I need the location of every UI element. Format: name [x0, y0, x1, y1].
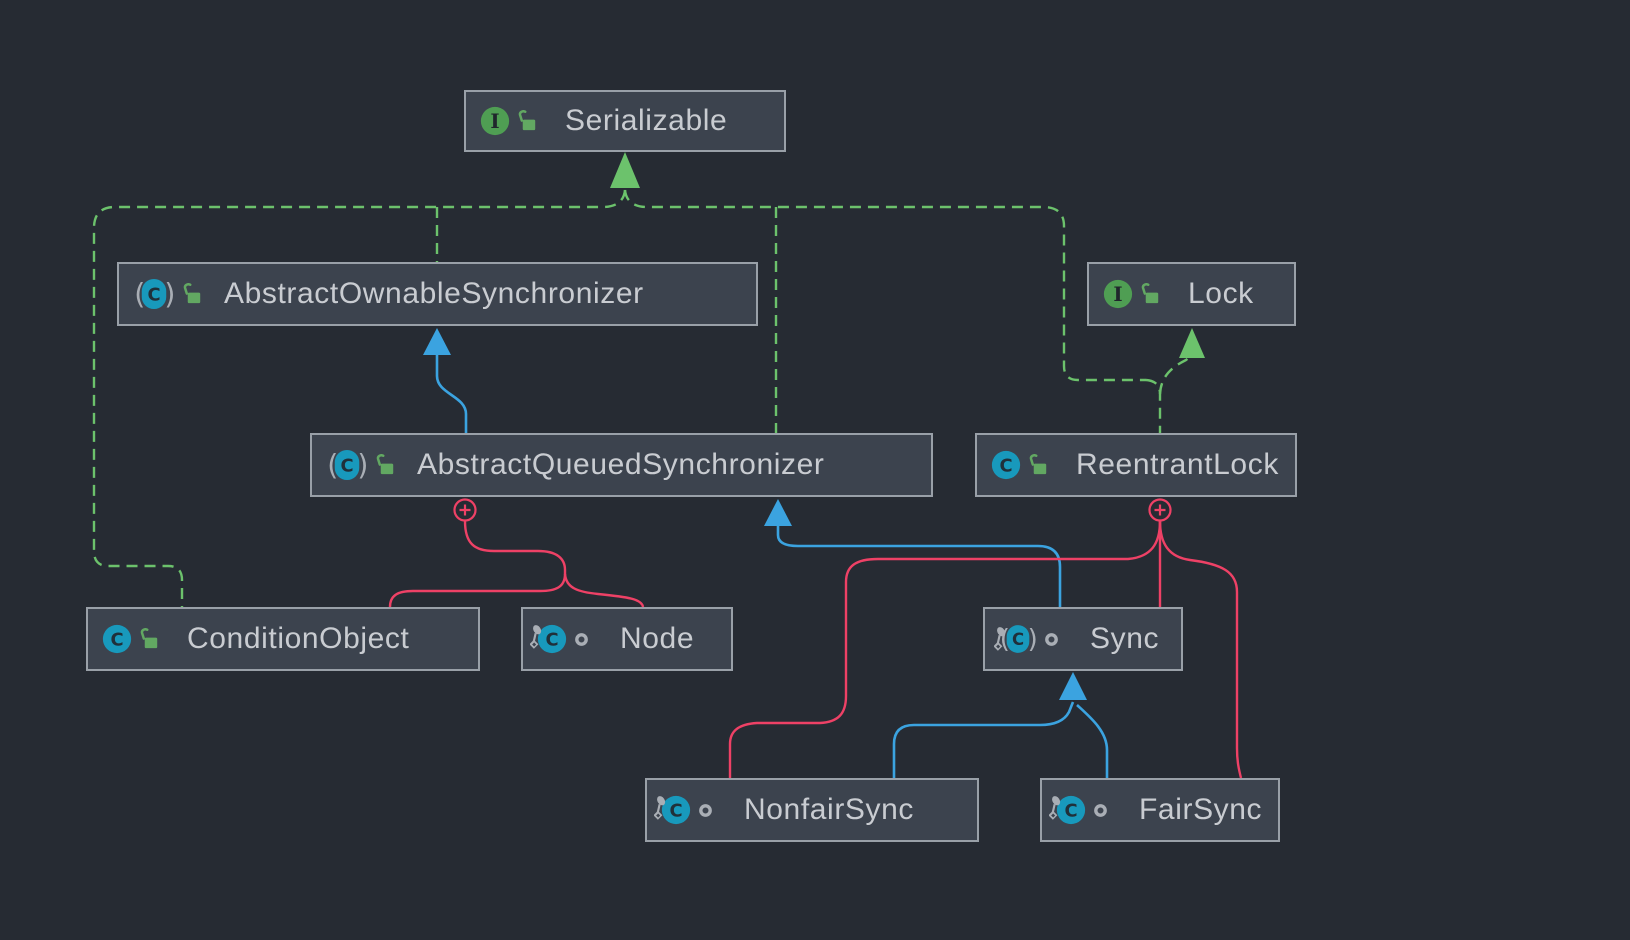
extends-arrowhead-sync: [1059, 672, 1087, 700]
edge-extends-nonfairsync-sync: [892, 701, 1075, 778]
edge-inner-aqs-conditionobject: [388, 573, 567, 608]
interface-icon: [479, 105, 511, 137]
abstract-class-icon: [325, 449, 369, 481]
public-lock-icon: [182, 283, 205, 306]
nested-class-icon: [1049, 794, 1087, 826]
abstract-class-icon: [132, 278, 176, 310]
package-private-icon: [698, 803, 713, 818]
edge-implements-reentrantlock-lock: [1158, 355, 1192, 395]
class-name-label: ReentrantLock: [1076, 448, 1279, 481]
key-overlay-icon: [654, 795, 668, 821]
edge-implements-reentrantlock: [1145, 378, 1162, 433]
class-node-sync[interactable]: Sync: [983, 607, 1183, 671]
class-node-nonfair-sync[interactable]: NonfairSync: [645, 778, 979, 842]
inner-class-anchor-aqs: [453, 498, 477, 522]
class-node-condition-object[interactable]: ConditionObject: [86, 607, 480, 671]
package-private-icon: [1093, 803, 1108, 818]
extends-arrowhead-aos: [423, 328, 451, 355]
edge-extends-fairsync-sync: [1076, 704, 1109, 778]
public-lock-icon: [139, 628, 162, 651]
class-name-label: Sync: [1090, 622, 1160, 655]
class-name-label: FairSync: [1139, 793, 1263, 826]
public-lock-icon: [1028, 454, 1051, 477]
inner-class-anchor-reentrantlock: [1148, 498, 1172, 522]
edge-extends-group: [435, 354, 1109, 778]
class-name-label: Node: [620, 622, 695, 655]
public-lock-icon: [517, 110, 540, 133]
package-private-icon: [574, 632, 589, 647]
class-name-label: Lock: [1188, 277, 1254, 310]
class-name-label: NonfairSync: [744, 793, 915, 826]
public-lock-icon: [375, 454, 398, 477]
class-icon: [990, 449, 1022, 481]
class-name-label: ConditionObject: [187, 622, 410, 655]
class-name-label: Serializable: [565, 104, 728, 137]
nested-class-icon: [654, 794, 692, 826]
implements-arrowhead-lock: [1179, 328, 1205, 358]
class-node-serializable[interactable]: Serializable: [464, 90, 786, 152]
public-lock-icon: [1140, 283, 1163, 306]
nested-abstract-class-icon: [994, 624, 1038, 654]
nested-class-icon: [530, 623, 568, 655]
key-overlay-icon: [530, 624, 544, 650]
implements-arrowhead-serializable: [610, 152, 640, 188]
key-overlay-icon: [994, 626, 1008, 652]
edge-extends-aqs-aos: [435, 354, 468, 433]
edge-inner-aqs-node: [563, 573, 645, 608]
edge-implements-serializable-trunk: [92, 189, 1192, 607]
class-node-reentrant-lock[interactable]: ReentrantLock: [975, 433, 1297, 497]
key-overlay-icon: [1049, 795, 1063, 821]
package-private-icon: [1044, 632, 1059, 647]
class-name-label: AbstractOwnableSynchronizer: [224, 277, 644, 310]
edge-extends-sync-aqs: [776, 526, 1062, 607]
class-icon: [101, 623, 133, 655]
class-name-label: AbstractQueuedSynchronizer: [417, 448, 825, 481]
class-node-abstract-ownable-synchronizer[interactable]: AbstractOwnableSynchronizer: [117, 262, 758, 326]
class-node-fair-sync[interactable]: FairSync: [1040, 778, 1280, 842]
extends-arrowhead-aqs: [764, 499, 792, 526]
class-node-lock[interactable]: Lock: [1087, 262, 1296, 326]
edge-inner-aqs-stem: [463, 520, 567, 574]
class-node-abstract-queued-synchronizer[interactable]: AbstractQueuedSynchronizer: [310, 433, 933, 497]
interface-icon: [1102, 278, 1134, 310]
class-node-node[interactable]: Node: [521, 607, 733, 671]
